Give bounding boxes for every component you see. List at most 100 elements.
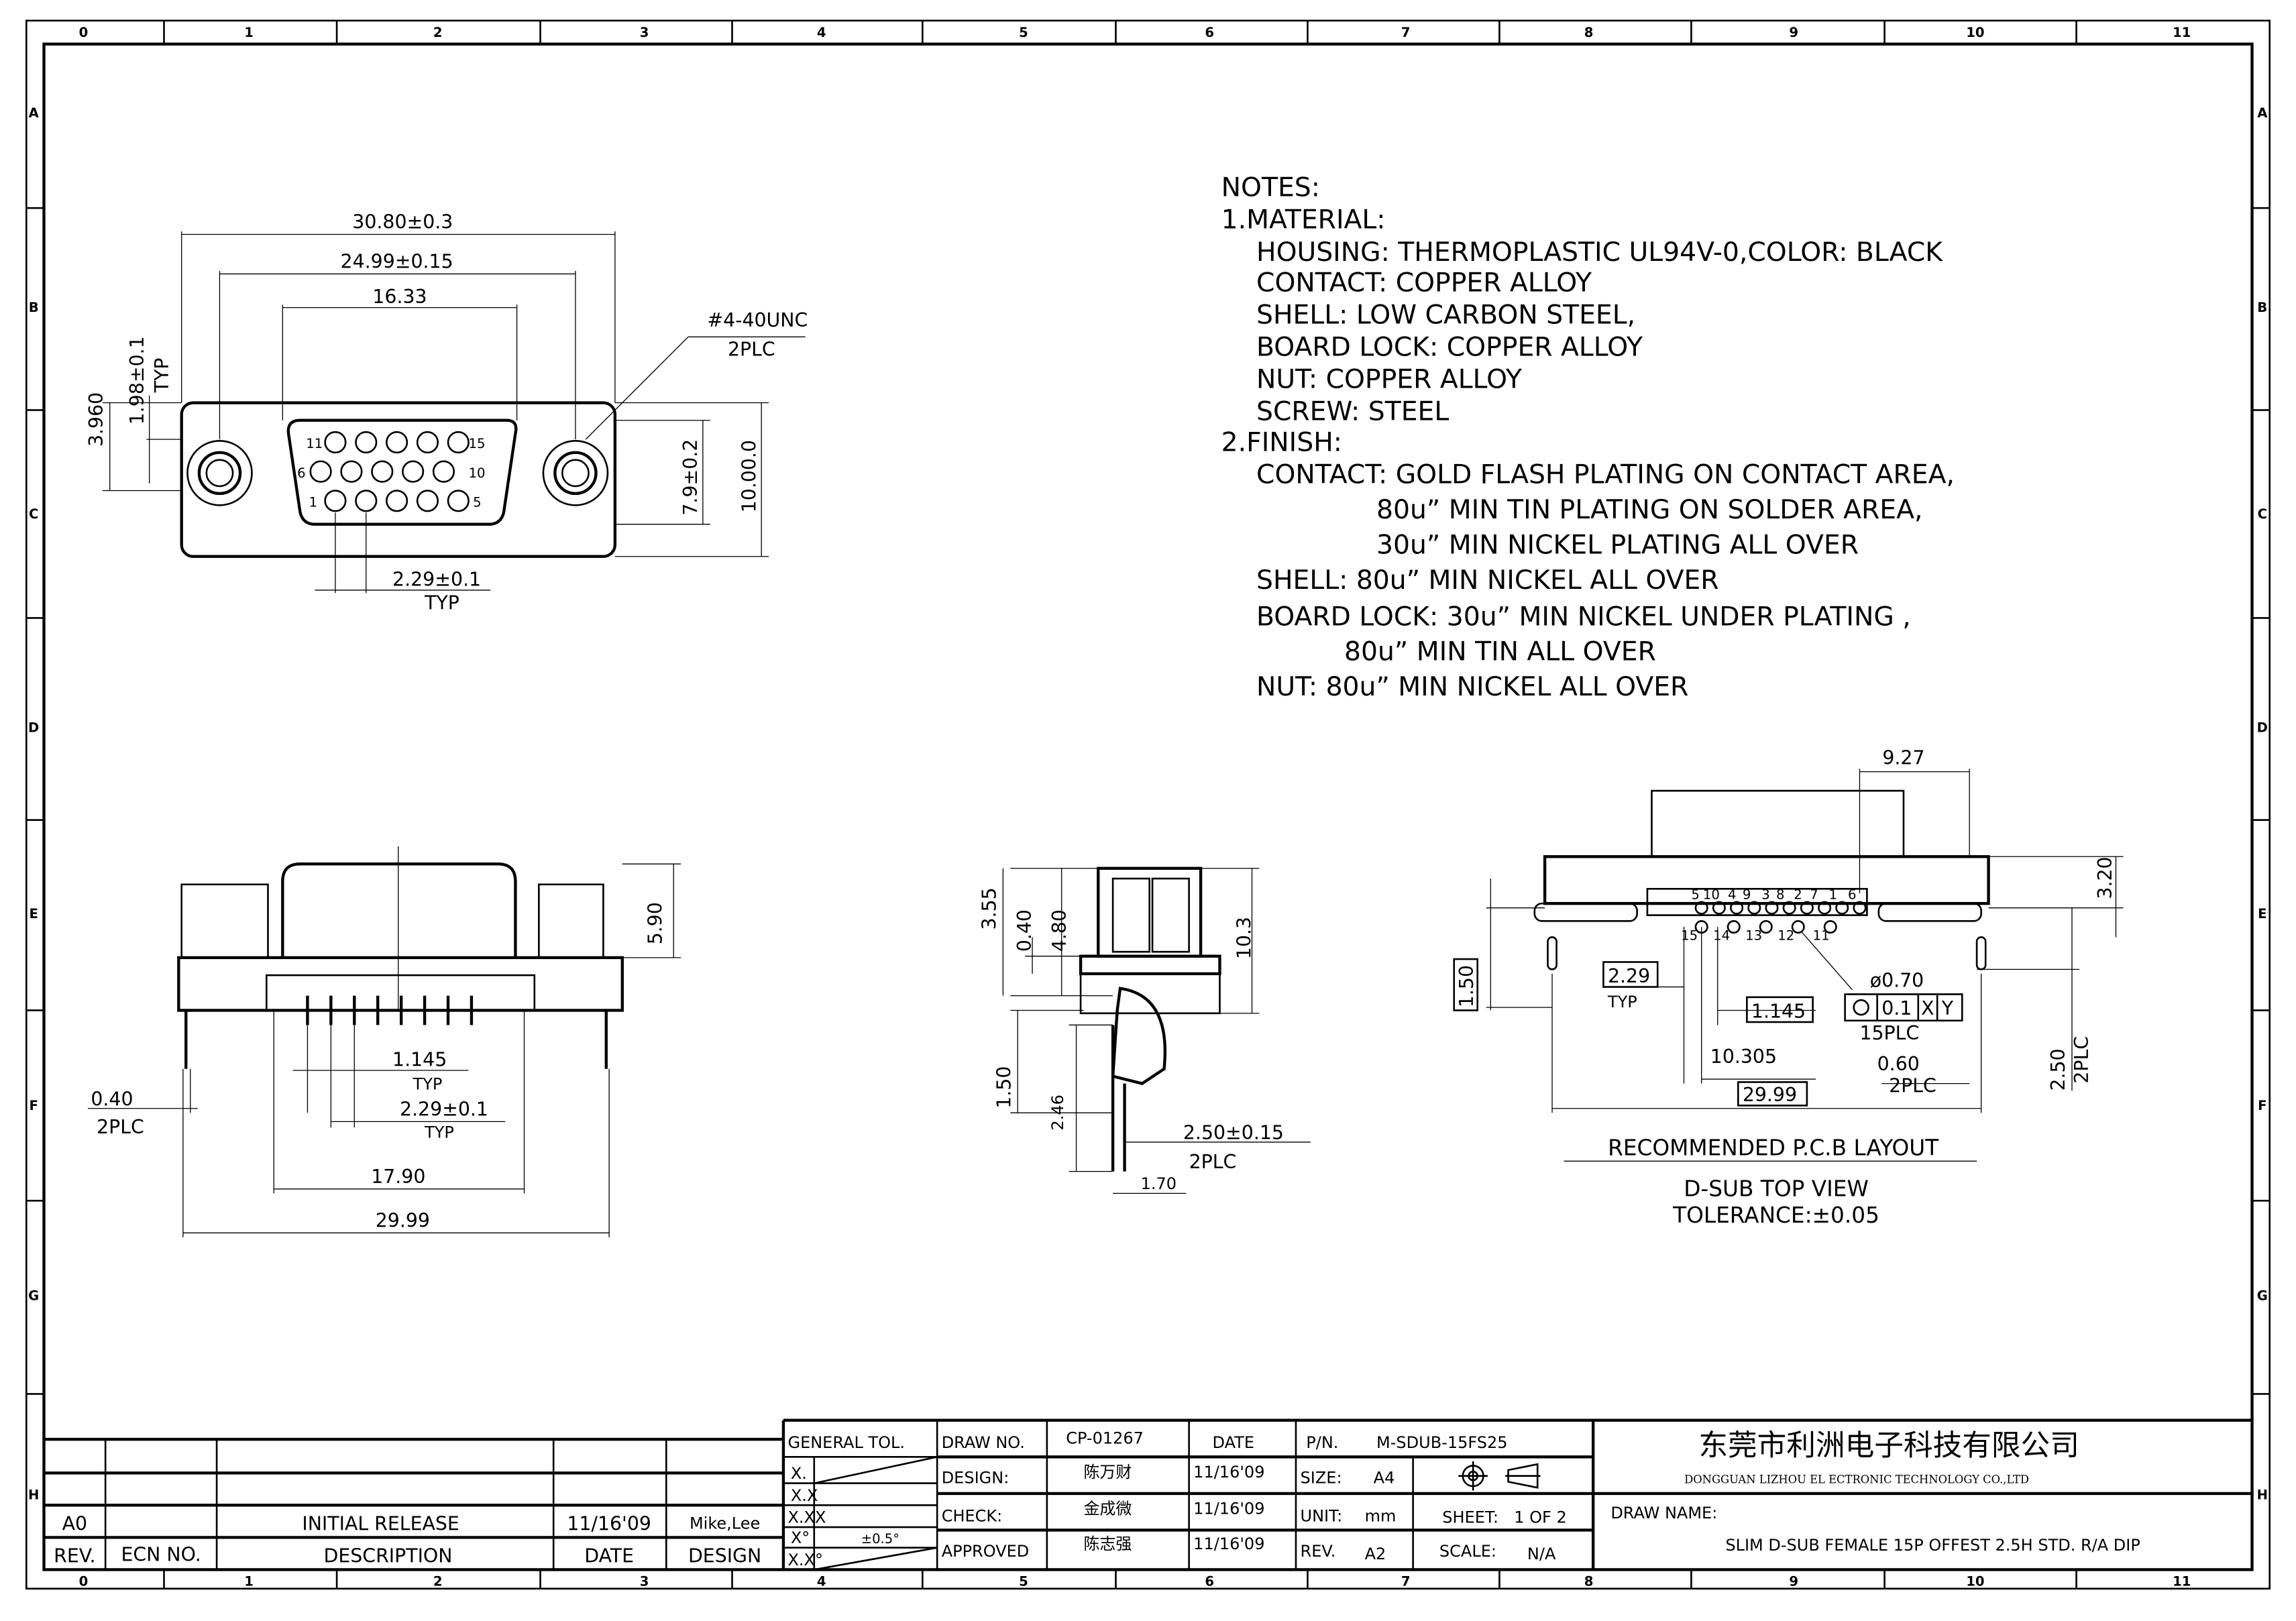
tol-value: 0.1 (1881, 997, 1912, 1019)
checker-name: 金成微 (1083, 1499, 1132, 1518)
note-line: SHELL: 80u” MIN NICKEL ALL OVER (1256, 565, 1719, 596)
part-number: M-SDUB-15FS25 (1376, 1433, 1507, 1452)
pcb-pin-bottom: 12 (1778, 928, 1794, 944)
zone-col-5: 5 (1019, 25, 1028, 40)
scale-value: N/A (1527, 1545, 1556, 1563)
dim-pin-pitch-bottom-note: TYP (424, 1123, 454, 1141)
dim-pin-pitch-note: TYP (424, 592, 459, 614)
zone-col-0-bottom: 0 (79, 1573, 89, 1589)
design-date: 11/16'09 (1193, 1463, 1264, 1482)
dim-pin-width-note: 2PLC (97, 1116, 144, 1138)
zone-col-9: 9 (1789, 25, 1798, 40)
note-line: NUT: COPPER ALLOY (1256, 365, 1523, 395)
zone-col-10-bottom: 10 (1966, 1573, 1984, 1589)
dim-pcb-hole: ø0.70 (1870, 970, 1924, 992)
general-tol-label: GENERAL TOL. (787, 1433, 905, 1452)
zone-col-7-bottom: 7 (1401, 1573, 1411, 1589)
dim-pcb-lock: 0.60 (1877, 1053, 1920, 1075)
dim-shell-protrusion: 5.90 (645, 902, 667, 944)
pcb-pin-bottom: 15 (1681, 928, 1698, 944)
dim-shell-width: 16.33 (372, 286, 427, 308)
designer-name: 陈万财 (1083, 1463, 1132, 1482)
draw-no: CP-01267 (1066, 1429, 1144, 1448)
pcb-pin-bottom: 11 (1813, 928, 1830, 944)
revision-description: INITIAL RELEASE (302, 1512, 459, 1534)
note-line: 80u” MIN TIN ALL OVER (1344, 637, 1656, 667)
side-view: 3.55 0.40 4.80 10.3 1.50 2.46 2.50±0.15 … (978, 867, 1311, 1194)
pcb-pin-top: 10 (1703, 887, 1720, 903)
dim-screw-offset: 1.98±0.1 (126, 336, 148, 425)
zone-row-d-right: D (2257, 720, 2268, 736)
note-line: CONTACT: GOLD FLASH PLATING ON CONTACT A… (1256, 460, 1955, 490)
true-position-icon (1853, 999, 1869, 1016)
note-line: SHELL: LOW CARBON STEEL, (1256, 300, 1635, 331)
dim-side-g-note: 2PLC (1189, 1151, 1237, 1173)
note-line: CONTACT: COPPER ALLOY (1256, 268, 1592, 298)
revision-rev: A0 (62, 1512, 87, 1534)
tol-datum-x: X (1921, 997, 1934, 1019)
company-name-cn: 东莞市利洲电子科技有限公司 (1698, 1429, 2079, 1463)
design-header: DESIGN (688, 1545, 761, 1567)
zone-col-5-bottom: 5 (1019, 1573, 1028, 1589)
tol-datum-y: Y (1941, 997, 1954, 1019)
dim-pcb-lock-height: 2.50 (2047, 1048, 2069, 1091)
note-line: 30u” MIN NICKEL PLATING ALL OVER (1376, 530, 1859, 560)
position-tolerance-frame: 0.1 X Y (1844, 993, 1963, 1022)
dim-pin-span: 17.90 (371, 1166, 425, 1188)
dim-overall-width: 30.80±0.3 (352, 211, 453, 233)
dim-side-f: 2.46 (1048, 1095, 1067, 1130)
tol-row-xx: X.X (791, 1486, 818, 1505)
dim-pin-pitch-bottom: 2.29±0.1 (400, 1099, 488, 1121)
zone-col-4-bottom: 4 (817, 1573, 826, 1589)
dim-pin-pitch: 2.29±0.1 (392, 568, 481, 590)
approved-date: 11/16'09 (1193, 1534, 1264, 1553)
pcb-pin-top: 4 (1728, 887, 1737, 903)
pcb-pin-top: 3 (1761, 887, 1770, 903)
pin-label-1: 1 (309, 495, 317, 510)
dim-height-3960: 3.960 (85, 392, 107, 447)
rev-header: REV. (54, 1545, 95, 1567)
dim-pcb-width: 29.99 (1743, 1084, 1797, 1106)
title-block: A0 INITIAL RELEASE 11/16'09 Mike,Lee REV… (44, 1418, 2252, 1571)
zone-col-9-bottom: 9 (1789, 1573, 1798, 1589)
pcb-pin-top: 7 (1810, 887, 1818, 903)
zone-row-c-right: C (2258, 506, 2267, 522)
pin-label-11: 11 (306, 436, 323, 451)
size-value: A4 (1374, 1469, 1395, 1488)
note-line: 1.MATERIAL: (1221, 205, 1386, 235)
zone-row-b: B (29, 300, 39, 315)
zone-row-h: H (28, 1488, 39, 1503)
note-line: NUT: 80u” MIN NICKEL ALL OVER (1256, 672, 1688, 702)
front-view: 1 5 6 10 11 15 30.80±0.3 24.99±0.15 16.3… (85, 211, 808, 614)
dim-pcb-right: 3.20 (2094, 856, 2116, 899)
zone-row-b-right: B (2257, 300, 2267, 315)
approver-name: 陈志强 (1083, 1534, 1132, 1553)
zone-row-e-right: E (2258, 906, 2266, 921)
dim-side-h: 1.70 (1141, 1174, 1177, 1193)
note-line: SCREW: STEEL (1256, 397, 1449, 427)
design-label: DESIGN: (942, 1469, 1009, 1488)
dim-shell-height: 7.9±0.2 (679, 439, 702, 516)
zone-row-a: A (29, 105, 40, 121)
dim-row-offset: 1.145 (392, 1048, 447, 1070)
pcb-pin-bottom: 13 (1745, 928, 1762, 944)
dim-overall-bottom: 29.99 (376, 1210, 430, 1232)
dim-pcb-top: 9.27 (1882, 747, 1924, 769)
bottom-view: 5.90 0.40 2PLC 1.145 TYP 2.29±0.1 TYP 17… (87, 846, 681, 1237)
zone-col-11-bottom: 11 (2173, 1573, 2191, 1589)
tol-row-xxx: X.XX (787, 1508, 826, 1527)
dim-pcb-half: 1.145 (1751, 1000, 1806, 1022)
note-line: BOARD LOCK: 30u” MIN NICKEL UNDER PLATIN… (1256, 602, 1911, 632)
pcb-pin-top: 5 (1691, 887, 1700, 903)
pcb-pin-top: 6 (1848, 887, 1857, 903)
note-line: 80u” MIN TIN PLATING ON SOLDER AREA, (1376, 495, 1922, 525)
check-label: CHECK: (942, 1506, 1003, 1525)
tol-row-angle-x: X.X° (787, 1551, 823, 1569)
zone-col-6-bottom: 6 (1205, 1573, 1214, 1589)
zone-col-4: 4 (817, 25, 826, 40)
rev-value: A2 (1365, 1545, 1386, 1563)
note-line: HOUSING: THERMOPLASTIC UL94V-0,COLOR: BL… (1256, 237, 1943, 268)
pcb-pin-top: 1 (1829, 887, 1838, 903)
revision-date: 11/16'09 (567, 1512, 651, 1534)
dim-row-offset-note: TYP (413, 1074, 443, 1093)
